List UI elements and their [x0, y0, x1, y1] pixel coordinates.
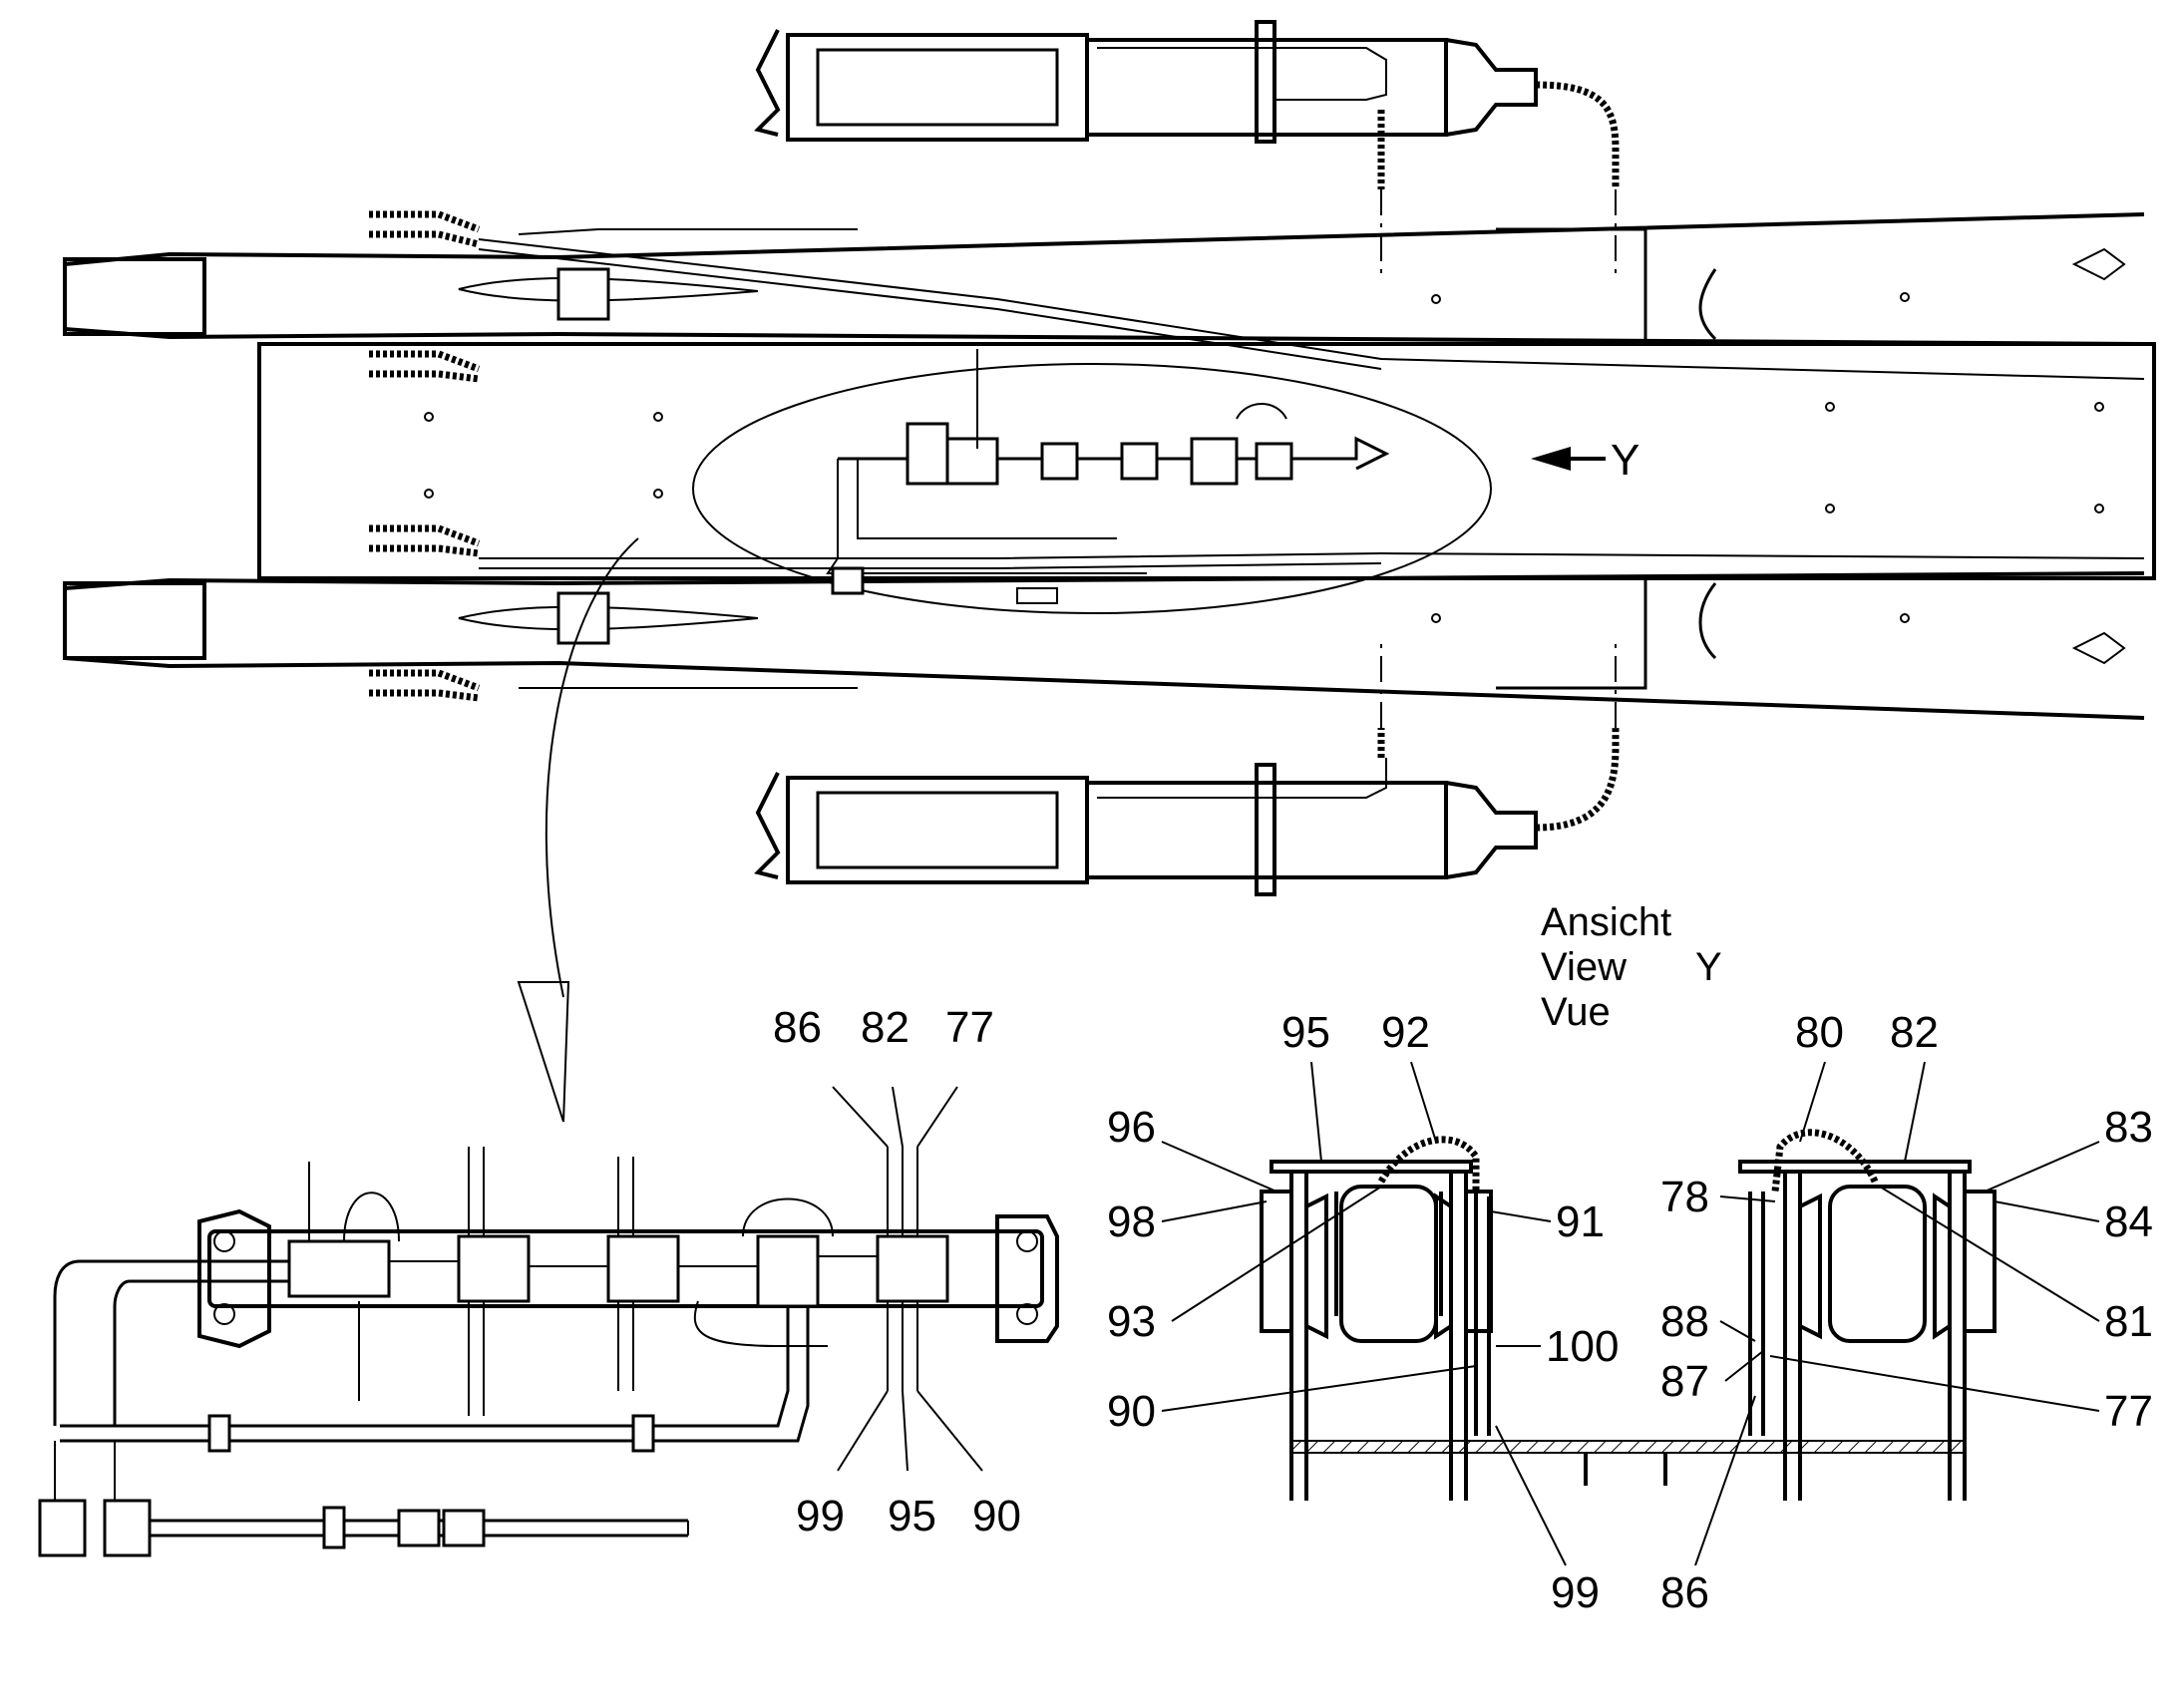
detail-label-99: 99: [796, 1492, 845, 1540]
view-y-label-88: 88: [1660, 1297, 1709, 1346]
view-y-label-82-right: 82: [1890, 1008, 1939, 1057]
view-y-base-plate: [1290, 1440, 1966, 1454]
view-y-label-86: 86: [1660, 1568, 1709, 1617]
view-y-label-77-right: 77: [2104, 1387, 2153, 1436]
view-y-label-92: 92: [1381, 1008, 1430, 1057]
view-y-label-95-left: 95: [1281, 1008, 1330, 1057]
view-y-label-99: 99: [1551, 1568, 1600, 1617]
view-y-marker: Y: [1611, 436, 1639, 485]
view-y-label-93: 93: [1107, 1297, 1156, 1346]
view-caption-letter: Y: [1695, 945, 1722, 989]
view-y-label-90-left: 90: [1107, 1387, 1156, 1436]
view-y-label-96: 96: [1107, 1103, 1156, 1152]
view-y-section: Ansicht View Y Vue: [1107, 900, 2153, 1617]
outrigger-cylinder-lower: [754, 638, 1620, 896]
view-y-arrow: Y: [1531, 436, 1639, 485]
detail-label-90: 90: [972, 1492, 1021, 1540]
view-caption-vue: Vue: [1541, 990, 1611, 1034]
frame-mount-holes: [424, 292, 2104, 623]
detail-highlight-ellipse: [692, 363, 1492, 614]
view-y-leaders: [1161, 1061, 2100, 1566]
detail-leader-arrowhead: [517, 981, 570, 1123]
view-y-label-91: 91: [1556, 1197, 1605, 1246]
view-y-label-83: 83: [2104, 1103, 2153, 1152]
view-y-label-81: 81: [2104, 1297, 2153, 1346]
valve-row-plan: [826, 349, 1390, 604]
detail-label-95: 95: [888, 1492, 936, 1540]
main-frame: [63, 212, 2156, 720]
view-y-label-87: 87: [1660, 1357, 1709, 1406]
view-y-label-100: 100: [1546, 1322, 1619, 1371]
detail-label-86: 86: [773, 1003, 822, 1052]
view-y-label-98: 98: [1107, 1197, 1156, 1246]
view-y-label-78: 78: [1660, 1173, 1709, 1221]
view-caption-view: View: [1541, 945, 1627, 989]
hose-bundles: [369, 210, 2145, 702]
detail-label-77: 77: [945, 1003, 994, 1052]
detail-view: 86 82 77 99 95 90: [38, 1003, 1059, 1557]
view-y-label-84: 84: [2104, 1197, 2153, 1246]
outrigger-cylinder-upper: [754, 20, 1620, 274]
view-y-label-80: 80: [1795, 1008, 1844, 1057]
detail-label-82: 82: [861, 1003, 909, 1052]
detail-leader-arc: [545, 537, 639, 998]
top-plan-view: Y: [63, 20, 2156, 1123]
view-caption-ansicht: Ansicht: [1541, 900, 1671, 944]
